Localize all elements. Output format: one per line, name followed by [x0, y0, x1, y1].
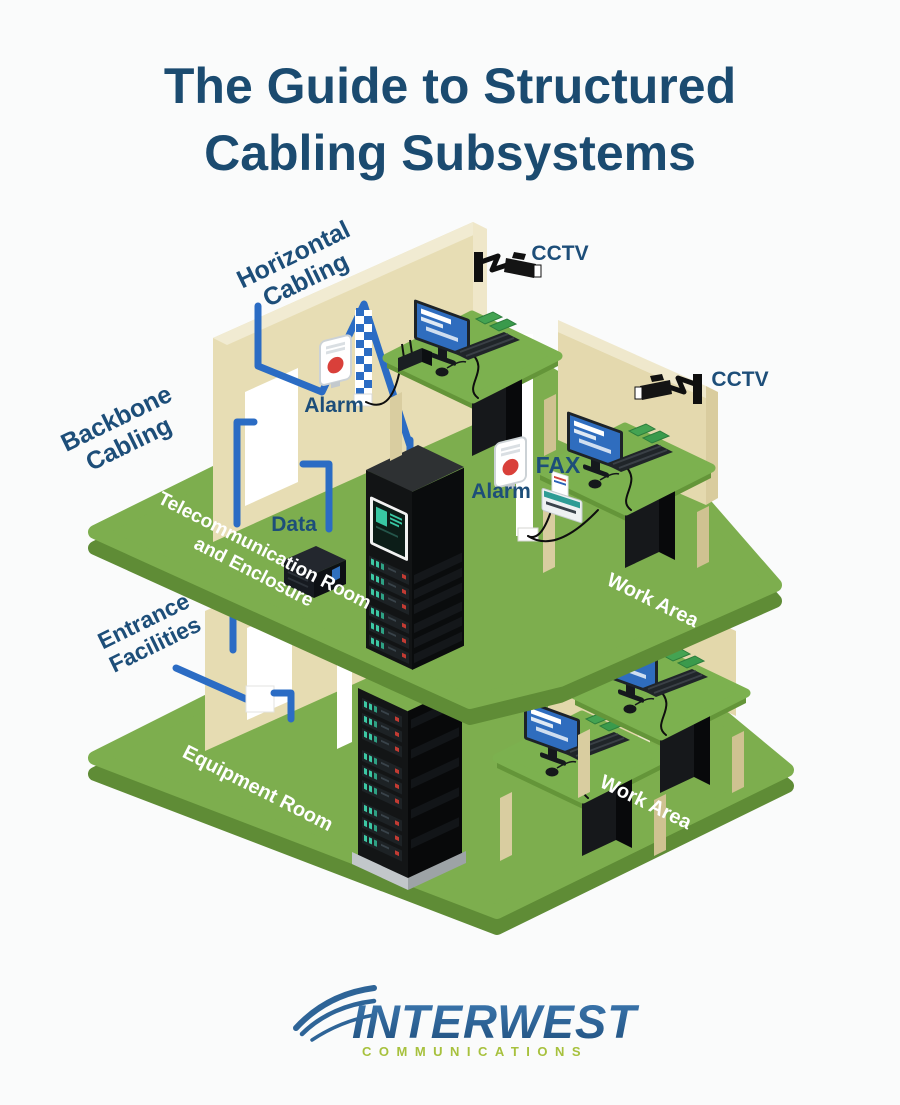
backbone-cable-left	[233, 418, 258, 528]
alarm-upper-label: Alarm	[304, 394, 364, 417]
upper-floor: Telecommunication Room and Enclosure Wor…	[88, 222, 782, 725]
outlet-cable-right-a	[527, 509, 599, 543]
interwest-logo: INTERWEST COMMUNICATIONS	[293, 985, 640, 1059]
logo-tagline-text: COMMUNICATIONS	[362, 1044, 588, 1059]
equipment-room-rack-icon	[352, 685, 466, 890]
cctv-right-label: CCTV	[711, 368, 768, 391]
partition-wall-end	[706, 386, 718, 505]
alarm-right-label: Alarm	[471, 480, 531, 503]
title-line-1: The Guide to Structured	[164, 58, 736, 114]
cctv-upper-label: CCTV	[531, 242, 588, 265]
ground-wall-door-2	[337, 645, 352, 749]
outlet-cable-right-b	[527, 513, 551, 538]
logo-swoosh-icon	[293, 985, 377, 1042]
backbone-cable-right	[299, 460, 333, 533]
fax-label: FAX	[536, 452, 581, 478]
router-icon	[398, 339, 432, 372]
fax-machine-icon	[541, 470, 583, 523]
entrance-cable	[172, 664, 250, 703]
upper-wall-door	[245, 368, 298, 506]
entrance-cable-elbow	[270, 689, 295, 723]
data-label: Data	[271, 513, 317, 536]
telecom-rack-icon	[366, 436, 464, 670]
logo-name-text: INTERWEST	[352, 995, 640, 1048]
horizontal-cable	[254, 300, 414, 450]
entrance-point	[245, 685, 275, 713]
title-line-2: Cabling Subsystems	[204, 125, 696, 181]
outlet-cable-upper	[365, 373, 400, 406]
upper-back-wall-top	[213, 222, 487, 345]
page-title: The Guide to Structured Cabling Subsyste…	[164, 58, 736, 181]
partition-wall-top	[558, 320, 706, 398]
data-switch-icon	[284, 546, 346, 598]
